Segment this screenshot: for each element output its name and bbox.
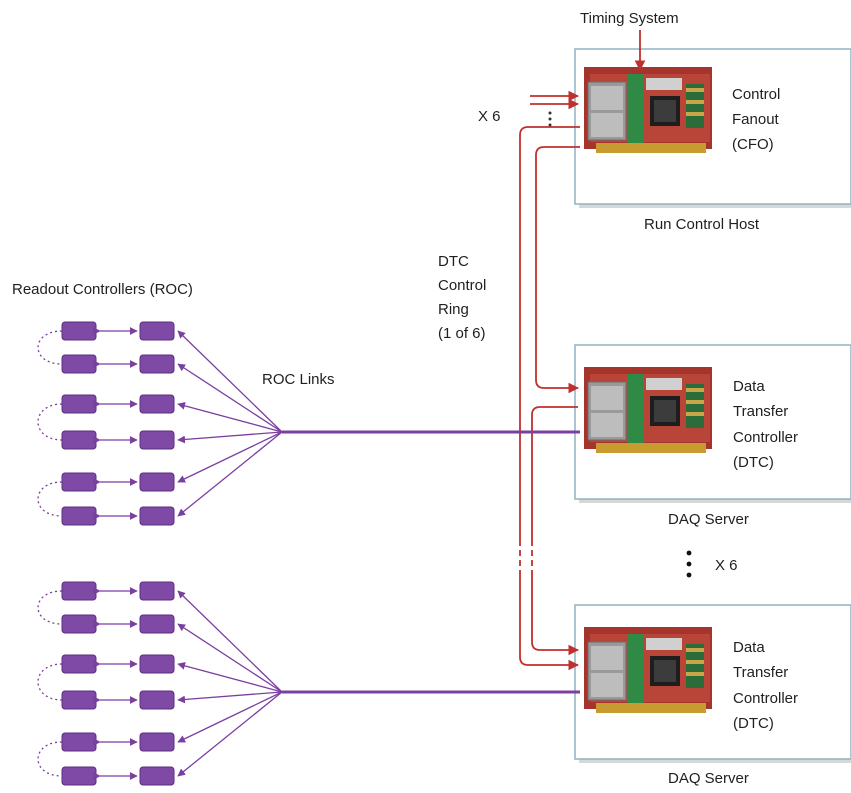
roc-chip-icon bbox=[61, 321, 97, 341]
roc-chip-icon bbox=[61, 394, 97, 414]
dtc2-label-line1: Data bbox=[733, 639, 765, 656]
daq-server-2-label: DAQ Server bbox=[668, 770, 749, 787]
fpga-board-icon bbox=[584, 67, 712, 153]
roc-chip-icon bbox=[139, 354, 175, 374]
dtc-ring-label-line1: DTC bbox=[438, 253, 469, 270]
dtc2-label-line3: Controller bbox=[733, 690, 798, 707]
roc-group-2 bbox=[38, 582, 282, 785]
cfo-label-line2: Fanout bbox=[732, 111, 780, 128]
dtc2-label-line4: (DTC) bbox=[733, 715, 774, 732]
roc-chip-icon bbox=[139, 472, 175, 492]
roc-chip-icon bbox=[139, 321, 175, 341]
x6-top-label: X 6 bbox=[478, 108, 501, 125]
dtc1-label-line1: Data bbox=[733, 378, 765, 395]
roc-chip-icon bbox=[61, 430, 97, 450]
fpga-board-icon bbox=[583, 366, 713, 454]
cfo-input-links bbox=[530, 90, 580, 127]
dtc2-label-line2: Transfer bbox=[733, 664, 788, 681]
dots-icon bbox=[686, 550, 692, 578]
roc-chip-icon bbox=[139, 394, 175, 414]
dtc1-label-line4: (DTC) bbox=[733, 454, 774, 471]
dtc-ring-label-line2: Control bbox=[438, 277, 486, 294]
roc-links-label: ROC Links bbox=[262, 371, 335, 388]
roc-chip-icon bbox=[61, 506, 97, 526]
dtc-ring-label-line4: (1 of 6) bbox=[438, 325, 486, 342]
dtc-ring-label-line3: Ring bbox=[438, 301, 469, 318]
dtc1-label-line2: Transfer bbox=[733, 403, 788, 420]
dtc1-label-line3: Controller bbox=[733, 429, 798, 446]
dtc-control-ring bbox=[519, 126, 580, 671]
cfo-label-line1: Control bbox=[732, 86, 780, 103]
x6-mid-label: X 6 bbox=[715, 557, 738, 574]
roc-chip-icon bbox=[61, 472, 97, 492]
roc-chip-icon bbox=[139, 506, 175, 526]
roc-title: Readout Controllers (ROC) bbox=[12, 281, 193, 298]
run-control-host-label: Run Control Host bbox=[644, 216, 760, 233]
roc-group-1 bbox=[37, 321, 283, 526]
roc-chip-icon bbox=[139, 430, 175, 450]
daq-server-1-label: DAQ Server bbox=[668, 511, 749, 528]
fpga-board-icon bbox=[583, 626, 713, 714]
roc-chip-icon bbox=[61, 354, 97, 374]
cfo-label-line3: (CFO) bbox=[732, 136, 774, 153]
timing-system-label: Timing System bbox=[580, 10, 679, 27]
